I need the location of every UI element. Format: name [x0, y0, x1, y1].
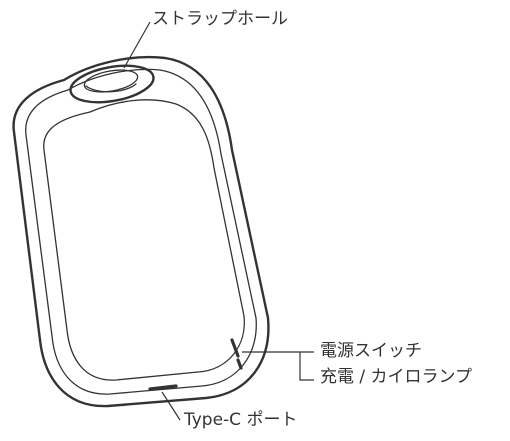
device-inner-rim: [25, 68, 257, 395]
type-c-port-mark: [148, 384, 178, 391]
strap-hole-leader: [123, 21, 151, 69]
charge-lamp-mark: [236, 358, 243, 370]
strap-hole-loop: [69, 64, 155, 104]
device-front-face: [43, 99, 245, 381]
power-switch-mark: [230, 338, 240, 358]
charge-lamp-leader: [299, 352, 314, 381]
strap-hole-label: ストラップホール: [152, 9, 288, 29]
charge-lamp-label: 充電 / カイロランプ: [320, 367, 473, 387]
type-c-port-label: Type-C ポート: [184, 410, 298, 430]
strap-hole-depth: [85, 83, 137, 93]
device-outer-shell: [12, 55, 270, 408]
type-c-port-leader: [161, 391, 181, 421]
power-switch-label: 電源スイッチ: [320, 341, 422, 361]
strap-hole-opening: [83, 69, 139, 93]
